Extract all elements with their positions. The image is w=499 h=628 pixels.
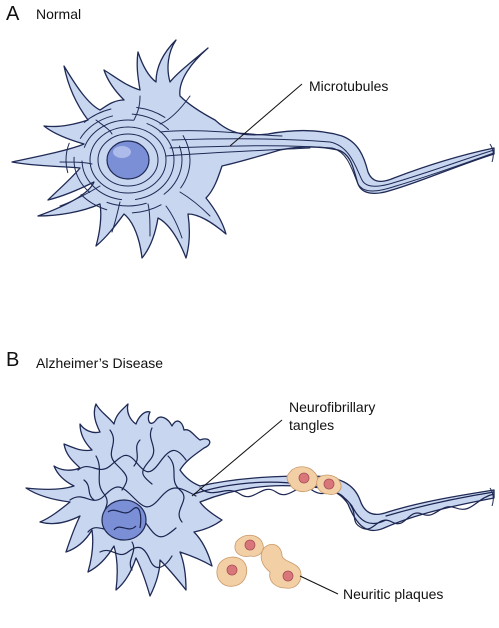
microtubules-label: Microtubules (309, 78, 389, 94)
panel-b-letter: B (6, 349, 20, 371)
plaque-5 (260, 543, 302, 589)
microtubule-lines (59, 95, 495, 239)
plaque-4 (216, 556, 248, 587)
plaque-1 (286, 466, 318, 492)
panel-a-letter: A (6, 3, 20, 25)
plaque-3 (234, 534, 264, 557)
tangles-leader-line (191, 419, 283, 497)
normal-neuron (11, 39, 495, 259)
normal-neuron-body (11, 39, 495, 259)
panel-b-title: Alzheimer’s Disease (36, 355, 164, 371)
panel-a-title: Normal (36, 6, 82, 22)
neurofibrillary-tangles-label-line1: Neurofibrillary (289, 399, 376, 415)
normal-nucleus (106, 140, 150, 180)
plaque-2 (316, 474, 342, 495)
neurofibrillary-tangles-label-line2: tangles (289, 417, 335, 433)
plaques-leader-line (299, 575, 339, 595)
microtubules-leader-line (229, 83, 303, 147)
neuritic-plaques-label: Neuritic plaques (343, 586, 444, 602)
alzheimers-neuron (25, 403, 495, 597)
alzheimers-nucleus (101, 499, 147, 541)
alzheimers-neuron-body (25, 403, 495, 597)
neuritic-plaques (216, 466, 342, 595)
